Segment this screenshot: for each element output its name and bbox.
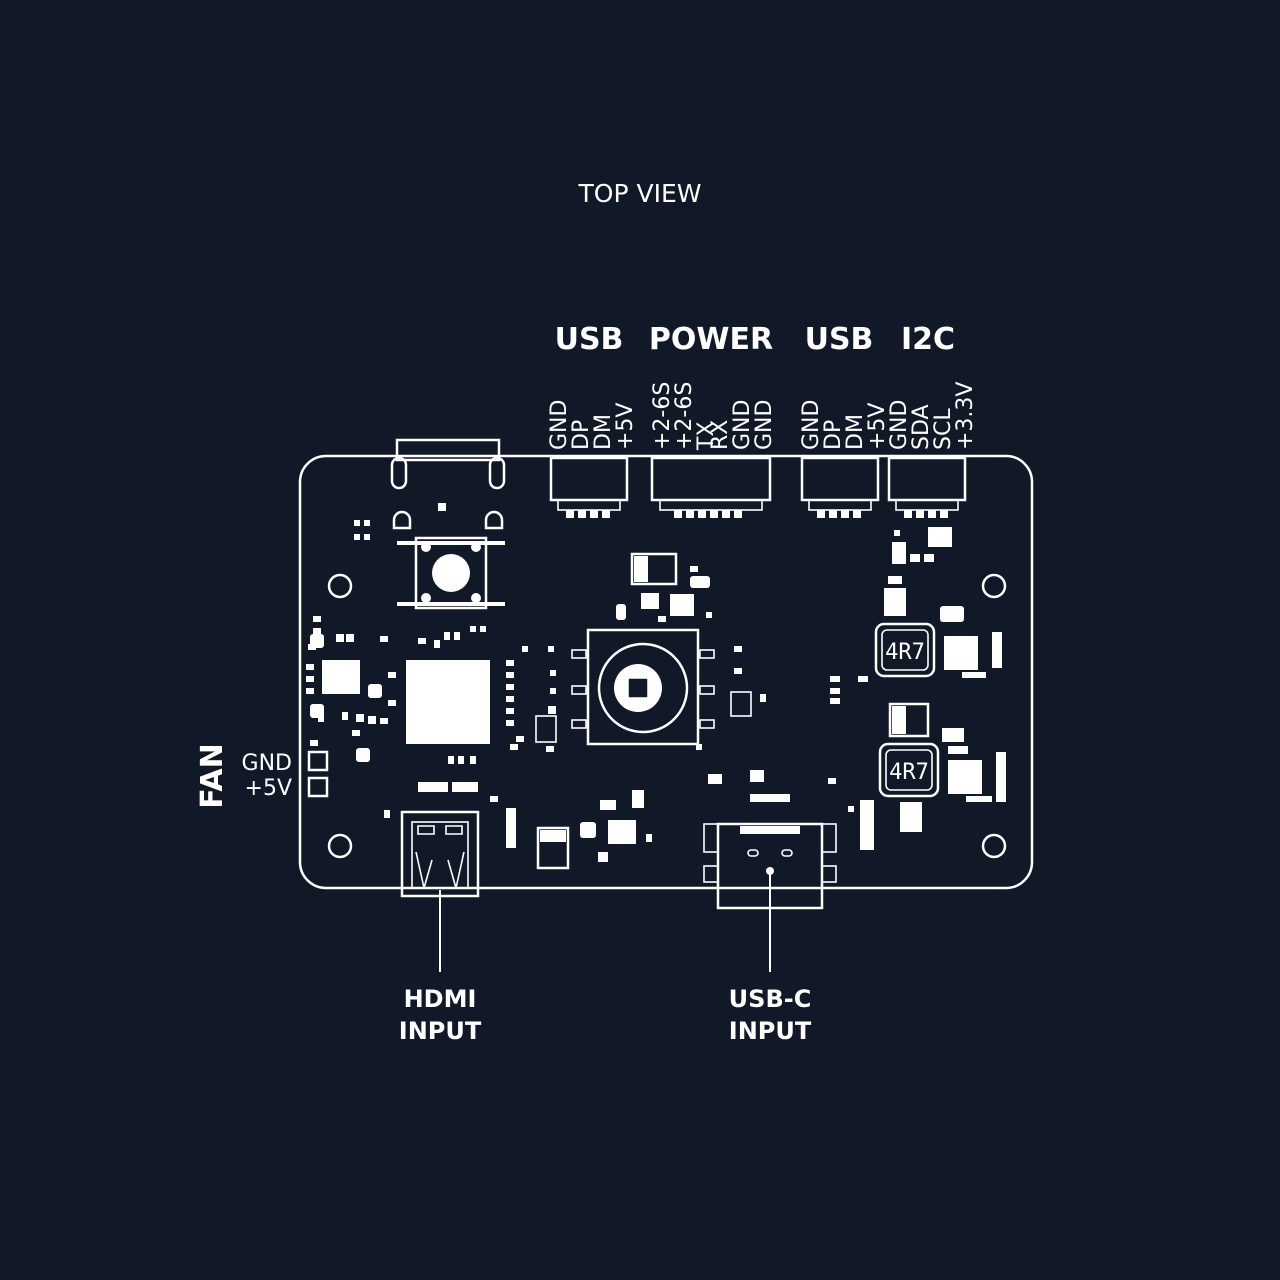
i2c-pin-labels: GND SDA SCL +3.3V <box>887 382 978 450</box>
crystal <box>730 691 752 717</box>
pin-label: GND <box>887 400 912 450</box>
diode-band <box>540 830 566 842</box>
crystal <box>535 715 557 743</box>
pin-label: DP <box>821 420 846 450</box>
small-ic <box>608 820 636 844</box>
passive-components <box>306 520 1006 862</box>
usbc-input-label-line-2: INPUT <box>729 1017 812 1045</box>
camera-module <box>571 628 715 746</box>
pin-label: +5V <box>865 403 890 450</box>
fan-label: FAN <box>195 743 230 808</box>
micro-usb-port <box>390 438 506 490</box>
pin-label: SCL <box>931 408 956 450</box>
pin-label: DP <box>569 420 594 450</box>
pin-label: +2-6S <box>650 382 675 450</box>
small-ic <box>641 593 659 609</box>
pin-label: DM <box>591 414 616 450</box>
regulator-ic <box>948 760 982 794</box>
main-ic <box>406 660 490 744</box>
view-title: TOP VIEW <box>578 179 702 208</box>
connector-usb-1 <box>549 456 629 518</box>
pin-label: TX <box>694 421 719 451</box>
small-ic <box>928 527 952 547</box>
pin-label: GND <box>752 400 777 450</box>
inductor-label: 4R7 <box>889 760 929 785</box>
pin-label: GND <box>547 400 572 450</box>
inductor-1: 4R7 <box>874 622 936 678</box>
pin-label: +5V <box>613 403 638 450</box>
connector-label-i2c: I2C <box>901 322 955 357</box>
small-ic <box>670 594 694 616</box>
pin-label: +3.3V <box>953 382 978 450</box>
diode <box>888 702 930 738</box>
pin-label: DM <box>843 414 868 450</box>
usb-pad-marks <box>392 503 504 530</box>
connector-power <box>650 456 772 518</box>
inductor-2: 4R7 <box>878 742 940 798</box>
mounting-holes <box>327 573 1007 859</box>
connector-usb-2 <box>800 456 880 518</box>
small-ic <box>322 660 360 694</box>
hdmi-input-label-line-1: HDMI <box>404 985 477 1013</box>
usb-1-pin-labels: GND DP DM +5V <box>547 400 638 450</box>
usb-c-port <box>703 822 837 972</box>
board-outline <box>298 454 1034 890</box>
connector-label-usb-1: USB <box>555 322 624 357</box>
fan-pin-5v: +5V <box>245 776 292 801</box>
fan-pin-gnd: GND <box>242 751 292 776</box>
pin-label: GND <box>730 400 755 450</box>
pad <box>452 782 478 792</box>
pin-label: GND <box>799 400 824 450</box>
pad <box>418 782 448 792</box>
connector-label-usb-2: USB <box>805 322 874 357</box>
diode <box>536 826 570 870</box>
pin-label: RX <box>708 420 733 450</box>
inductor-label: 4R7 <box>885 640 925 665</box>
pin-label: SDA <box>909 404 934 450</box>
usb-2-pin-labels: GND DP DM +5V <box>799 400 890 450</box>
connector-label-power: POWER <box>649 322 773 357</box>
connector-i2c <box>887 456 967 518</box>
fan-connector <box>307 750 329 798</box>
hdmi-input-label-line-2: INPUT <box>399 1017 482 1045</box>
pin-label: +2-6S <box>672 382 697 450</box>
diode <box>630 552 678 586</box>
power-pin-labels: +2-6S +2-6S TX RX GND GND <box>650 382 777 451</box>
regulator-ic <box>944 636 978 670</box>
usbc-input-label-line-1: USB-C <box>729 985 812 1013</box>
push-button <box>397 536 505 610</box>
hdmi-port <box>400 810 480 972</box>
